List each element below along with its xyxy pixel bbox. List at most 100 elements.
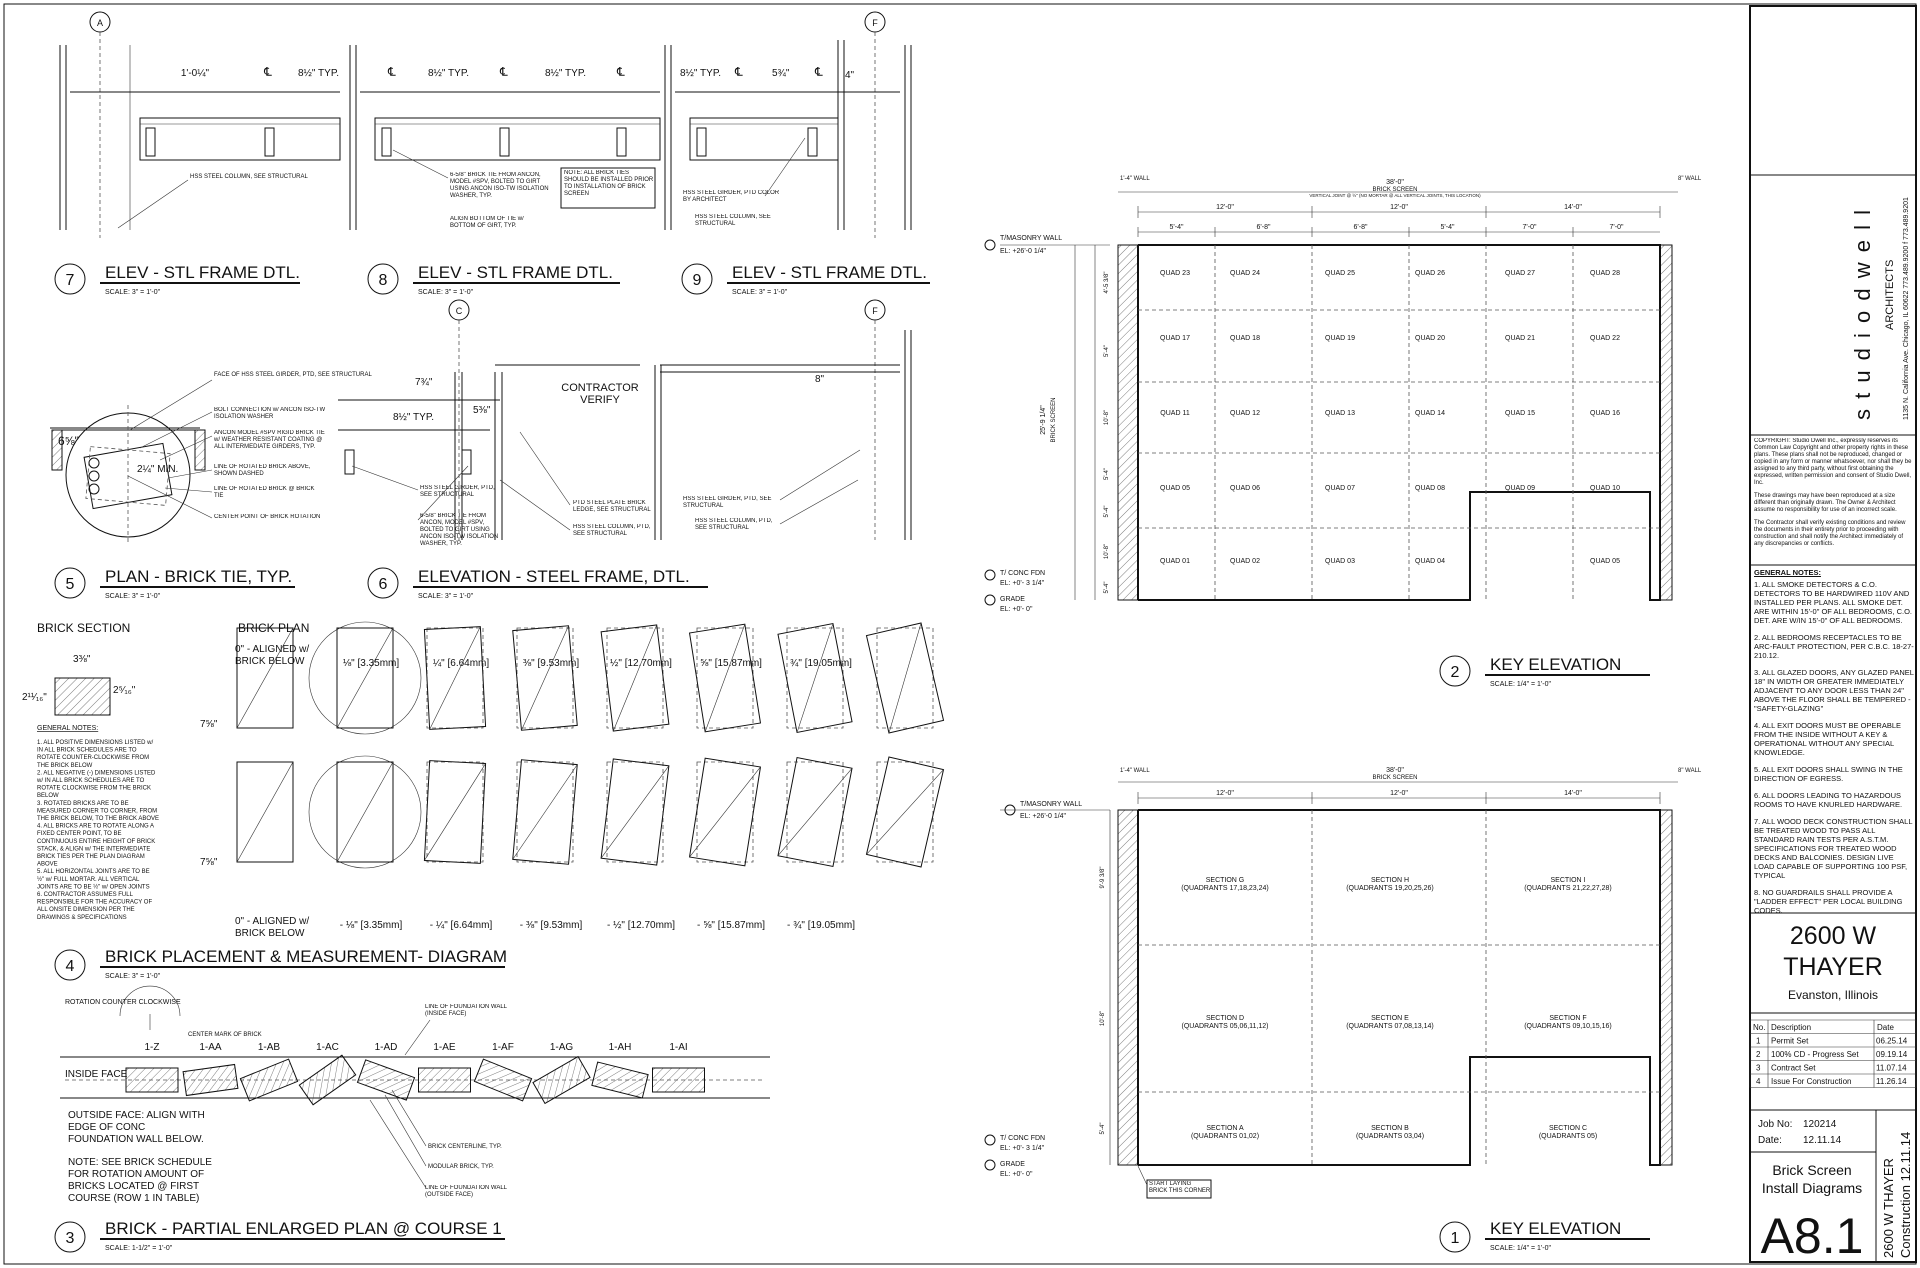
revision-header: No. bbox=[1753, 1023, 1765, 1032]
brick-rotated bbox=[512, 759, 578, 865]
brick-rotated bbox=[423, 760, 487, 864]
brick-note-line: 4. ALL BRICKS ARE TO ROTATE ALONG A bbox=[37, 824, 154, 830]
rotation-label: - ⅛" [3.35mm] bbox=[340, 920, 403, 931]
span-dim: 12'-0" bbox=[1216, 204, 1234, 211]
date-label: Date: bbox=[1758, 1135, 1782, 1146]
span-dim: 12'-0" bbox=[1216, 790, 1234, 797]
revision-no: 1 bbox=[1756, 1037, 1761, 1046]
rotation-label: ⅜" [9.53mm] bbox=[523, 658, 580, 669]
rotation-label: ¾" [19.05mm] bbox=[790, 658, 852, 669]
quad-label: QUAD 23 bbox=[1160, 270, 1190, 277]
brick-note-line: MEASURED CORNER TO CORNER, FROM bbox=[37, 808, 157, 814]
svg-text:SCALE: 3" = 1'-0": SCALE: 3" = 1'-0" bbox=[732, 289, 788, 296]
brick-aligned bbox=[236, 627, 294, 729]
svg-text:EL: +26'-0 1/4": EL: +26'-0 1/4" bbox=[1020, 813, 1067, 820]
detail-2-title: 2 KEY ELEVATION SCALE: 1/4" = 1'-0" bbox=[1439, 655, 1650, 688]
detail-6-title: 6 ELEVATION - STEEL FRAME, DTL. SCALE: 3… bbox=[367, 567, 708, 600]
quad-label: QUAD 02 bbox=[1230, 558, 1260, 565]
svg-text:PLAN - BRICK TIE, TYP.: PLAN - BRICK TIE, TYP. bbox=[105, 567, 292, 586]
svg-text:BRICK CENTERLINE, TYP.: BRICK CENTERLINE, TYP. bbox=[428, 1144, 502, 1150]
svg-text:T/ CONC FDN: T/ CONC FDN bbox=[1000, 570, 1045, 577]
detail-1-drawing: 1'-4" WALL 8" WALL 38'-0" BRICK SCREEN 1… bbox=[984, 767, 1702, 1199]
brick-note-line: 1. ALL POSITIVE DIMENSIONS LISTED w/ bbox=[37, 740, 153, 746]
quad-label: QUAD 25 bbox=[1325, 270, 1355, 277]
svg-text:ELEV - STL FRAME DTL.: ELEV - STL FRAME DTL. bbox=[418, 263, 613, 282]
brick-rotated bbox=[865, 756, 945, 868]
section-label: SECTION A bbox=[1206, 1125, 1244, 1132]
brick-note-line: 5. ALL HORIZONTAL JOINTS ARE TO BE bbox=[37, 869, 150, 875]
svg-text:SCALE: 3" = 1'-0": SCALE: 3" = 1'-0" bbox=[105, 289, 161, 296]
brick-note-line: ABOVE bbox=[37, 862, 58, 868]
general-note: 5. ALL EXIT DOORS SHALL SWING IN THE DIR… bbox=[1754, 765, 1903, 783]
revision-desc: 100% CD - Progress Set bbox=[1771, 1050, 1859, 1059]
revision-no: 4 bbox=[1756, 1077, 1761, 1086]
svg-text:1: 1 bbox=[1451, 1230, 1460, 1247]
project-name-1: 2600 W bbox=[1790, 922, 1877, 950]
revision-desc: Issue For Construction bbox=[1771, 1077, 1851, 1086]
svg-text:25'-9 1/4": 25'-9 1/4" bbox=[1040, 405, 1047, 435]
quad-label: QUAD 12 bbox=[1230, 410, 1260, 417]
brick-note-line: IN ALL BRICK SCHEDULES ARE TO bbox=[37, 748, 137, 754]
svg-text:1'-4" WALL: 1'-4" WALL bbox=[1120, 768, 1150, 774]
d9-dim-3: 4" bbox=[845, 70, 855, 81]
detail-2-drawing: 1'-4" WALL 8" WALL 38'-0" BRICK SCREEN V… bbox=[984, 176, 1702, 613]
brick-note-line: RESPONSIBLE FOR THE ACCURACY OF bbox=[37, 900, 152, 906]
svg-text:7⅝": 7⅝" bbox=[200, 857, 218, 868]
section-label: SECTION H bbox=[1371, 877, 1409, 884]
svg-text:8" WALL: 8" WALL bbox=[1678, 768, 1702, 774]
span-dim: 14'-0" bbox=[1564, 790, 1582, 797]
svg-text:EL: +0'- 0": EL: +0'- 0" bbox=[1000, 606, 1033, 613]
brick-aligned bbox=[236, 761, 294, 863]
sheet-title-1: Brick Screen bbox=[1772, 1162, 1851, 1178]
row-dim: 10'-8" bbox=[1100, 1011, 1106, 1026]
quad-label: QUAD 20 bbox=[1415, 335, 1445, 342]
brick-note-line: DRAWINGS & SPECIFICATIONS bbox=[37, 915, 127, 921]
svg-text:KEY ELEVATION: KEY ELEVATION bbox=[1490, 655, 1621, 674]
svg-text:EL: +26'-0 1/4": EL: +26'-0 1/4" bbox=[1000, 248, 1047, 255]
svg-text:GRADE: GRADE bbox=[1000, 596, 1025, 603]
quad-label: QUAD 21 bbox=[1505, 335, 1535, 342]
svg-text:ELEV - STL FRAME DTL.: ELEV - STL FRAME DTL. bbox=[105, 263, 300, 282]
quad-label: QUAD 07 bbox=[1325, 485, 1355, 492]
d7-dim-typ: 8½" TYP. bbox=[298, 68, 339, 79]
revision-no: 2 bbox=[1756, 1050, 1761, 1059]
quad-label: QUAD 15 bbox=[1505, 410, 1535, 417]
quad-label: QUAD 13 bbox=[1325, 410, 1355, 417]
d9-note-girder: HSS STEEL GIRDER, PTD COLOR BY ARCHITECT bbox=[683, 190, 780, 203]
subspan-dim: 5'-4" bbox=[1170, 224, 1184, 231]
brick-note-line: 3. ROTATED BRICKS ARE TO BE bbox=[37, 801, 129, 807]
svg-text:7: 7 bbox=[66, 272, 75, 289]
brick-rotated bbox=[688, 623, 762, 733]
detail-8-title: 8 ELEV - STL FRAME DTL. SCALE: 3" = 1'-0… bbox=[367, 263, 620, 296]
brick-rotated bbox=[865, 622, 945, 734]
detail-6-drawing: C F 7¾" 5⅜" 8½" TYP. 8" CONTRACTOR VERIF… bbox=[338, 299, 912, 547]
course-brick bbox=[532, 1055, 591, 1105]
course-brick-label: 1-AI bbox=[669, 1042, 687, 1053]
quad-label: QUAD 05 bbox=[1590, 558, 1620, 565]
d9-cl-1: ℄ bbox=[734, 65, 743, 79]
course-brick-label: 1-AA bbox=[199, 1042, 222, 1053]
svg-text:2¹¹⁄₁₆": 2¹¹⁄₁₆" bbox=[22, 692, 47, 703]
row-dim: 5'-4" bbox=[1104, 582, 1110, 594]
brick-note-line: THE BRICK BELOW, TO THE BRICK ABOVE bbox=[37, 816, 159, 822]
brick-note-line: BELOW bbox=[37, 793, 59, 799]
section-quadrants: (QUADRANTS 09,10,15,16) bbox=[1524, 1023, 1612, 1030]
subspan-dim: 7'-0" bbox=[1610, 224, 1624, 231]
rotation-label: ⅝" [15.87mm] bbox=[700, 658, 762, 669]
sheet-title-2: Install Diagrams bbox=[1762, 1180, 1862, 1196]
detail-7-drawing: A 1'-0¼" ℄ 8½" TYP. HSS STEEL COLUMN, SE… bbox=[59, 11, 341, 238]
quad-label: QUAD 05 bbox=[1160, 485, 1190, 492]
svg-text:SCALE: 3" = 1'-0": SCALE: 3" = 1'-0" bbox=[105, 973, 161, 980]
detail-9-title: 9 ELEV - STL FRAME DTL. SCALE: 3" = 1'-0… bbox=[681, 263, 930, 296]
span-dim: 12'-0" bbox=[1390, 204, 1408, 211]
svg-text:38'-0": 38'-0" bbox=[1386, 767, 1404, 774]
svg-text:FACE OF HSS STEEL GIRDER, PTD,: FACE OF HSS STEEL GIRDER, PTD, SEE STRUC… bbox=[214, 372, 372, 378]
d8-cl-1: ℄ bbox=[387, 65, 396, 79]
project-location: Evanston, Illinois bbox=[1788, 988, 1878, 1002]
svg-text:6: 6 bbox=[379, 576, 388, 593]
rotation-label: ½" [12.70mm] bbox=[610, 658, 672, 669]
quad-label: QUAD 11 bbox=[1160, 410, 1190, 417]
course-brick-label: 1-Z bbox=[145, 1042, 160, 1053]
course-brick bbox=[652, 1067, 705, 1093]
